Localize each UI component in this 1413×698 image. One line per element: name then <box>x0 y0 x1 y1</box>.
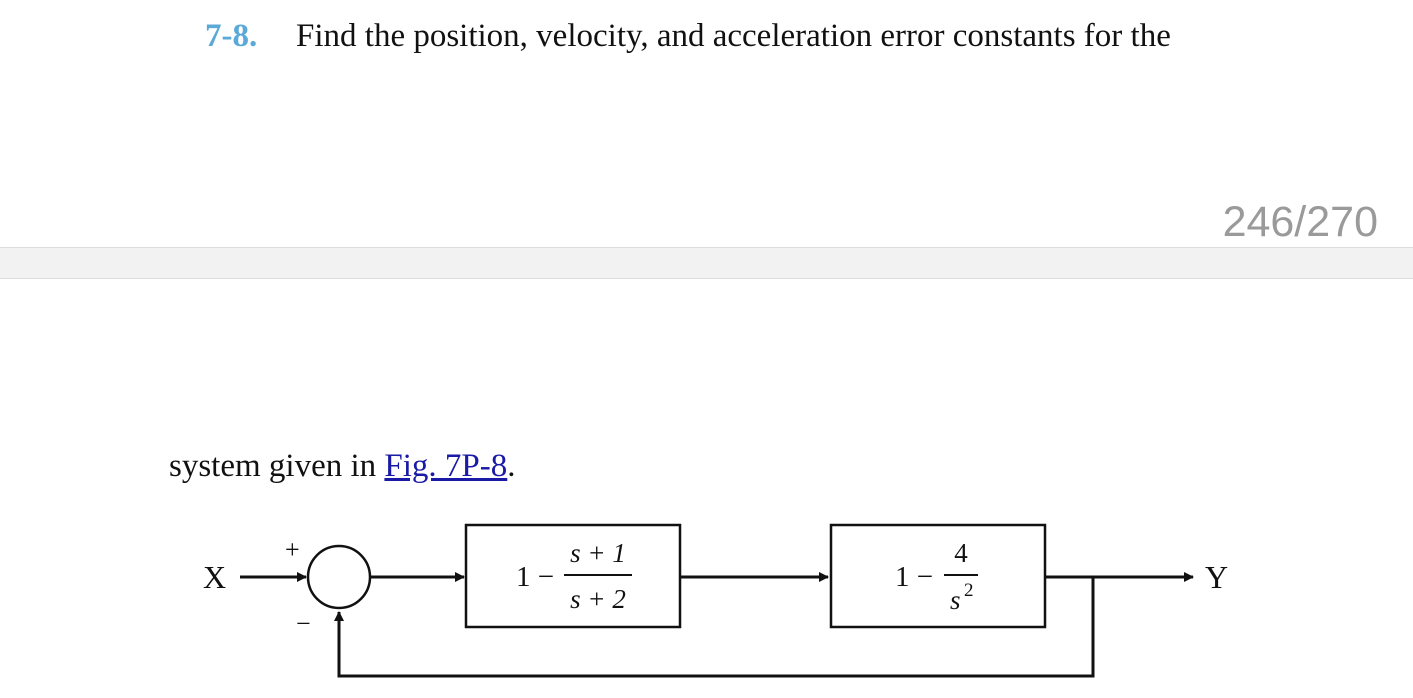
block2 <box>829 523 1047 629</box>
block2-denominator-base: s <box>950 585 961 615</box>
figure-link[interactable]: Fig. 7P-8 <box>384 448 508 484</box>
block1-lead: 1 − <box>516 561 554 593</box>
page-divider <box>0 247 1413 279</box>
minus-sign: − <box>296 609 311 638</box>
statement-suffix: . <box>507 448 516 484</box>
page-counter: 246/270 <box>1222 198 1378 246</box>
input-label: X <box>203 559 226 595</box>
statement-prefix: system given in <box>169 448 385 484</box>
block2-numerator: 4 <box>954 538 968 568</box>
problem-statement-line1: Find the position, velocity, and acceler… <box>296 18 1171 54</box>
output-label: Y <box>1205 559 1228 595</box>
feedback-path <box>334 577 1095 678</box>
block1-denominator: s + 2 <box>570 584 626 614</box>
plus-sign: + <box>285 535 300 564</box>
block2-lead: 1 − <box>895 561 933 593</box>
problem-statement-line2: system given in Fig. 7P-8. <box>169 448 516 485</box>
block1-numerator: s + 1 <box>570 538 626 568</box>
summing-junction <box>306 544 372 610</box>
problem-number: 7-8. <box>205 18 258 54</box>
block2-denominator-exponent: 2 <box>964 580 974 601</box>
